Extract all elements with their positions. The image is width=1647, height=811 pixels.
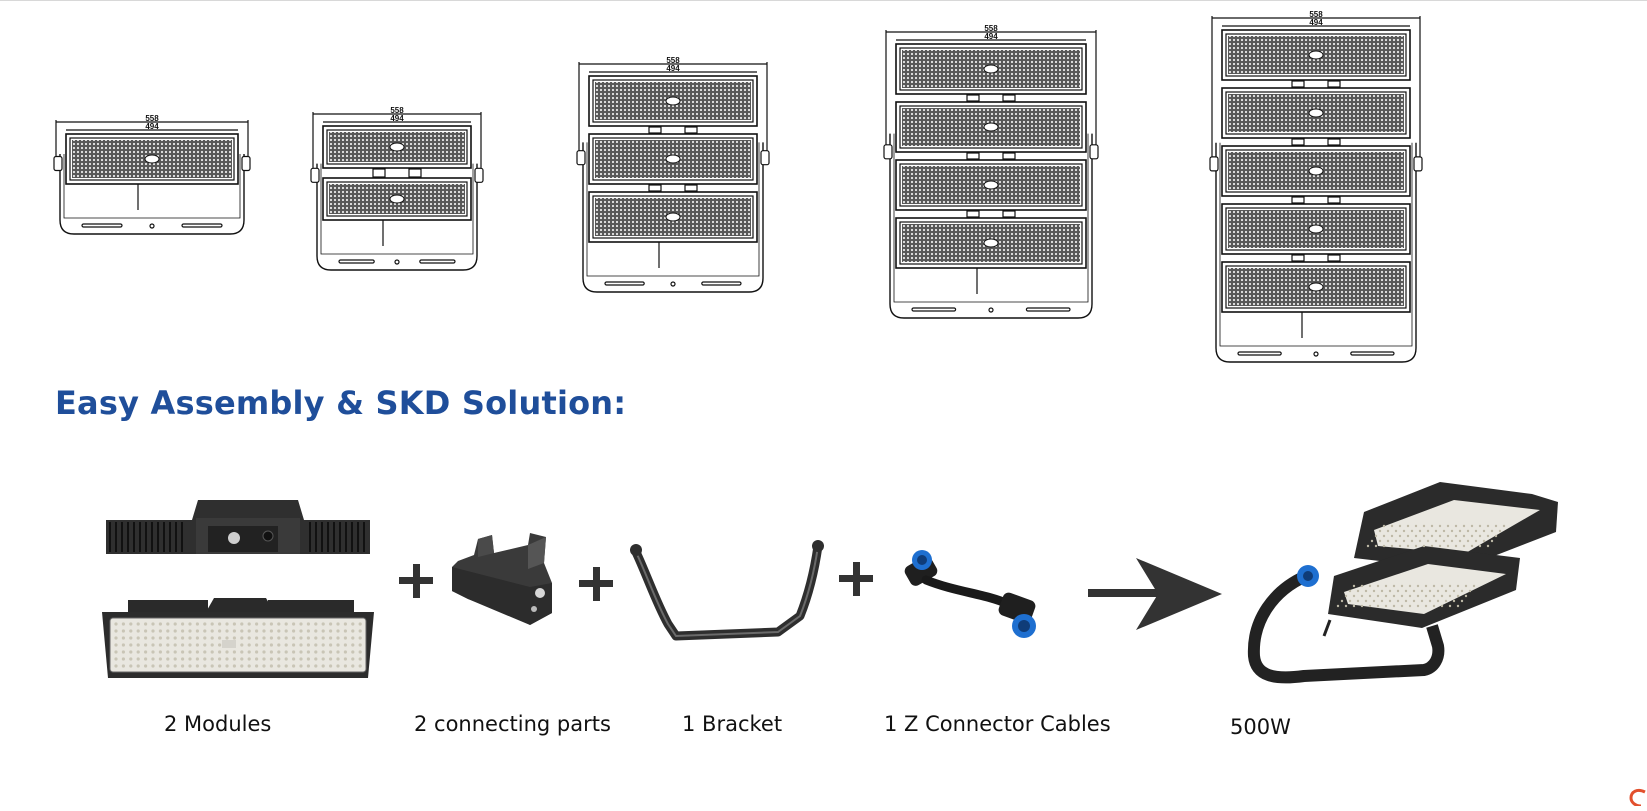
arrow-right-icon xyxy=(1086,558,1226,635)
dimension-inner: 494 xyxy=(666,64,680,73)
label-connecting-parts: 2 connecting parts xyxy=(414,712,611,736)
dimension-overall: 558 xyxy=(1309,10,1323,19)
dimension-overall: 558 xyxy=(666,56,680,65)
section-heading: Easy Assembly & SKD Solution: xyxy=(55,384,627,422)
label-cables: 1 Z Connector Cables xyxy=(884,712,1111,736)
z-connector-cable-icon xyxy=(896,542,1052,659)
dimension-inner: 494 xyxy=(984,32,998,41)
label-result: 500W xyxy=(1230,715,1291,739)
bracket-icon xyxy=(628,538,828,655)
dimension-overall: 558 xyxy=(984,24,998,33)
plus-icon xyxy=(398,563,434,604)
dimension-inner: 494 xyxy=(1309,18,1323,27)
brand-mark-icon xyxy=(1627,782,1647,811)
plus-icon xyxy=(578,566,614,607)
dimension-overall: 558 xyxy=(390,106,404,115)
connecting-part-icon xyxy=(448,533,560,634)
dimension-inner: 494 xyxy=(390,114,404,123)
label-bracket: 1 Bracket xyxy=(682,712,783,736)
dimension-inner: 494 xyxy=(145,122,159,131)
label-modules: 2 Modules xyxy=(164,712,272,736)
plus-icon xyxy=(838,561,874,602)
top-rule xyxy=(0,0,1647,1)
dimension-overall: 558 xyxy=(145,114,159,123)
floodlight-500w-icon xyxy=(1244,480,1560,691)
led-module-icon xyxy=(98,598,378,685)
heatsink-module-icon xyxy=(100,492,375,573)
